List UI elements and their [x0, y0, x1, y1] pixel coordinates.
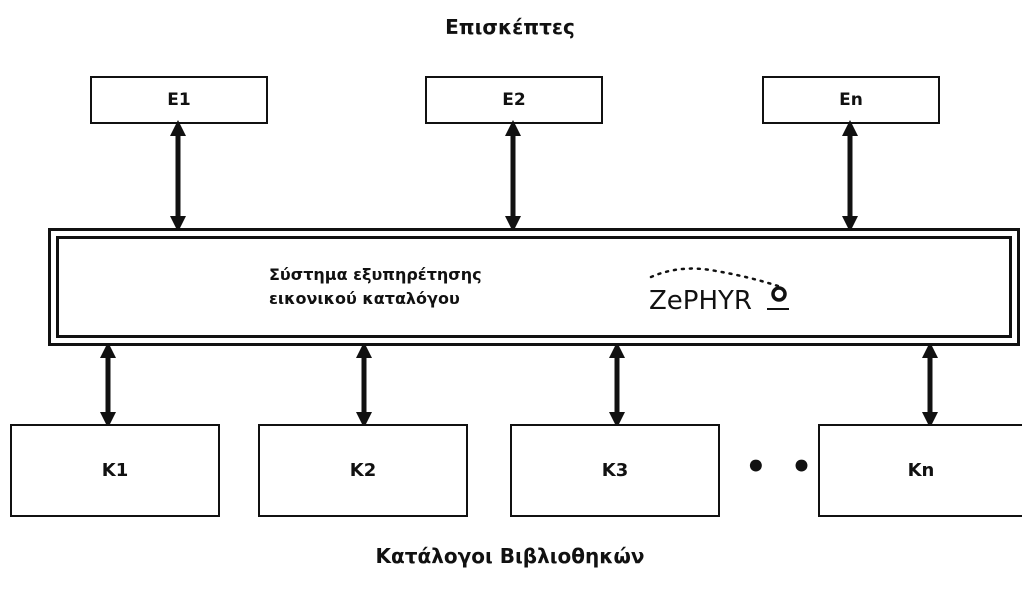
catalog-service-system-box: Σύστημα εξυπηρέτησης εικονικού καταλόγου…: [48, 228, 1020, 346]
catalog-box-k2: K2: [258, 424, 468, 517]
catalog-box-k3: K3: [510, 424, 720, 517]
catalog-box-kn: Kn: [818, 424, 1022, 517]
catalog-box-k1: K1: [10, 424, 220, 517]
library-catalogs-title: Κατάλογοι Βιβλιοθηκών: [375, 544, 645, 568]
system-label: Σύστημα εξυπηρέτησης εικονικού καταλόγου: [269, 263, 482, 311]
zephyr-logo-text: ZePHYR: [649, 286, 752, 316]
visitor-box-e1: E1: [90, 76, 268, 124]
system-label-line1: Σύστημα εξυπηρέτησης: [269, 265, 482, 284]
catalog-service-system-inner: Σύστημα εξυπηρέτησης εικονικού καταλόγου…: [56, 236, 1012, 338]
visitor-box-en: En: [762, 76, 940, 124]
zephyr-logo: ZePHYR: [649, 267, 789, 316]
system-label-line2: εικονικού καταλόγου: [269, 289, 460, 308]
visitors-title: Επισκέπτες: [445, 15, 575, 39]
